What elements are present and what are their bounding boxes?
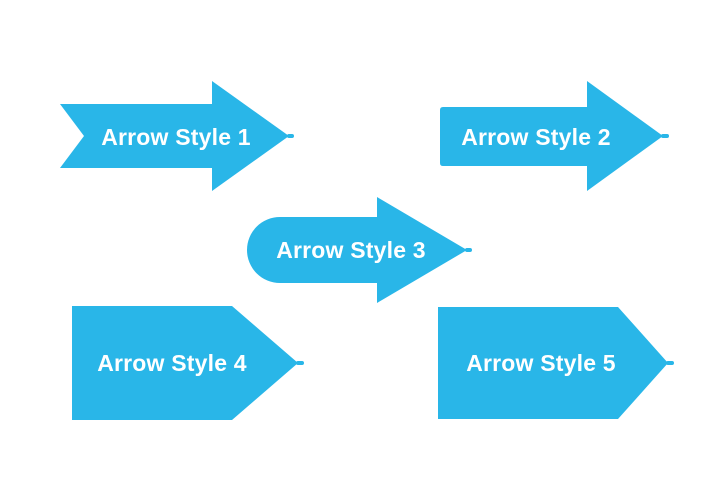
arrow-style-3[interactable]: Arrow Style 3 <box>247 197 472 303</box>
arrow-style-1[interactable]: Arrow Style 1 <box>60 81 294 191</box>
arrow-style-4[interactable]: Arrow Style 4 <box>72 306 304 420</box>
arrow-style-2-shape-icon[interactable] <box>440 81 663 191</box>
arrow-style-5-shape-icon[interactable] <box>438 307 668 419</box>
arrow-style-3-label: Arrow Style 3 <box>276 237 426 263</box>
arrow-style-2[interactable]: Arrow Style 2 <box>440 81 669 191</box>
arrow-style-2-label: Arrow Style 2 <box>461 124 611 150</box>
arrow-style-4-shape-icon[interactable] <box>72 306 298 420</box>
arrow-style-4-label: Arrow Style 4 <box>97 350 247 376</box>
arrow-style-1-label: Arrow Style 1 <box>101 124 251 150</box>
arrow-style-5-label: Arrow Style 5 <box>466 350 616 376</box>
arrow-style-3-shape-icon[interactable] <box>247 197 467 303</box>
arrow-style-5[interactable]: Arrow Style 5 <box>438 307 674 419</box>
arrow-style-1-shape-icon[interactable] <box>60 81 289 191</box>
